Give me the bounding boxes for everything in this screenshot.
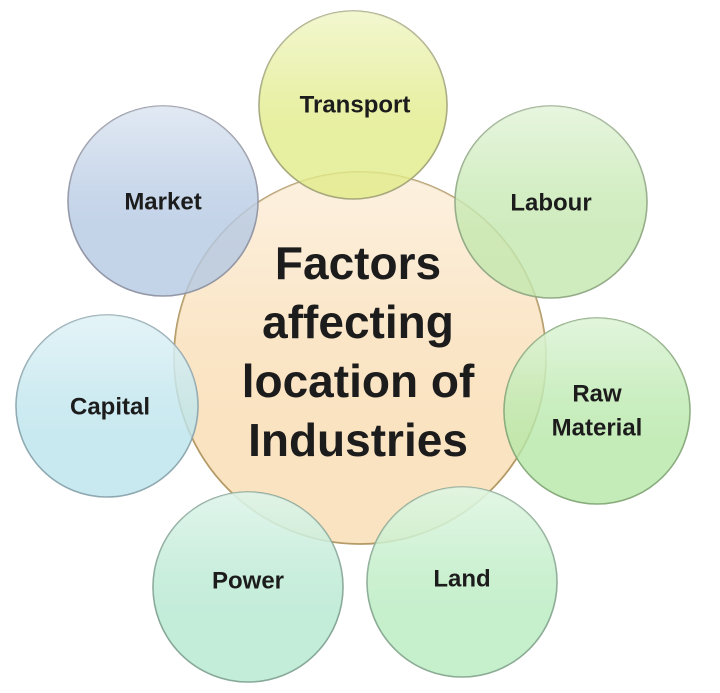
transport-label: Transport xyxy=(300,92,411,119)
factor-land-group: Land xyxy=(366,486,558,678)
power-label: Power xyxy=(212,568,284,595)
capital-label: Capital xyxy=(70,394,150,421)
factor-transport-group: Transport xyxy=(258,10,448,200)
center-title-line-2: affecting xyxy=(262,296,454,348)
raw-material-circle xyxy=(503,317,691,505)
center-title-line-3: location of xyxy=(242,355,475,407)
center-title-line-4: Industries xyxy=(248,414,468,466)
raw-material-label-line-1: Raw xyxy=(572,381,622,408)
market-label: Market xyxy=(124,189,201,216)
factor-power-group: Power xyxy=(152,491,344,683)
factor-capital-group: Capital xyxy=(15,314,199,498)
center-title-line-1: Factors xyxy=(275,237,441,289)
factor-market-group: Market xyxy=(67,105,259,297)
factor-labour-group: Labour xyxy=(454,105,648,299)
raw-material-label-line-2: Material xyxy=(552,415,643,442)
land-label: Land xyxy=(433,566,490,593)
labour-label: Labour xyxy=(510,190,591,217)
factor-raw-material-group: Raw Material xyxy=(503,317,691,505)
